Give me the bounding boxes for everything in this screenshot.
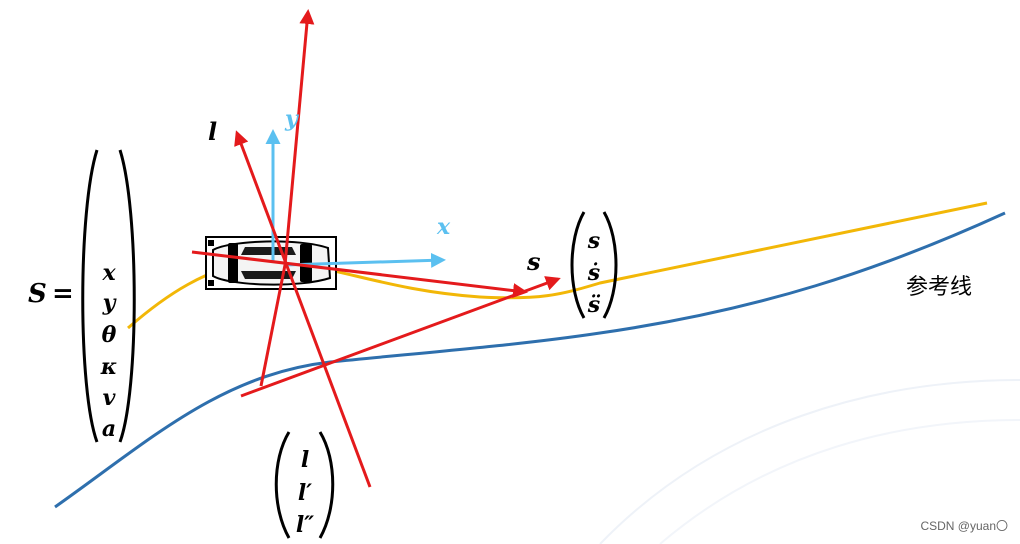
state-vector-right-paren	[120, 150, 134, 442]
l-vector-entry: l″	[296, 512, 314, 538]
axis-label-y: y	[284, 106, 300, 132]
s-vector-entry: s̈	[587, 292, 600, 318]
axis-label-s: s	[526, 247, 541, 276]
state-vector-entry: v	[103, 385, 116, 411]
watermark: CSDN @yuan〇	[920, 519, 1008, 533]
l-vector-right-paren	[320, 432, 333, 538]
reference-line-label: 参考线	[906, 275, 972, 300]
axis-label-x: x	[436, 214, 451, 240]
heading-line	[285, 12, 308, 265]
axis-label-l: l	[208, 117, 217, 146]
state-vector-equals: =	[52, 279, 74, 309]
state-vector-entry: θ	[102, 322, 117, 348]
l-vector-entry: l	[301, 447, 309, 473]
s-vector-left-paren	[572, 212, 584, 318]
state-vector-left-paren	[83, 150, 97, 442]
state-vector-entry: y	[102, 290, 118, 316]
frenet-l-axis	[237, 133, 370, 487]
s-vector-entry: ṡ	[587, 260, 600, 286]
state-vector-entry: κ	[100, 354, 118, 380]
frenet-s-axis	[241, 279, 558, 396]
state-vector-entry: x	[101, 260, 116, 286]
s-vector-entry: s	[587, 228, 600, 254]
l-vector-entry: l′	[298, 480, 312, 506]
s-vector-right-paren	[604, 212, 616, 318]
l-vector-left-paren	[276, 432, 289, 538]
state-vector-entry: a	[102, 416, 116, 442]
state-vector-symbol: S	[28, 279, 47, 309]
